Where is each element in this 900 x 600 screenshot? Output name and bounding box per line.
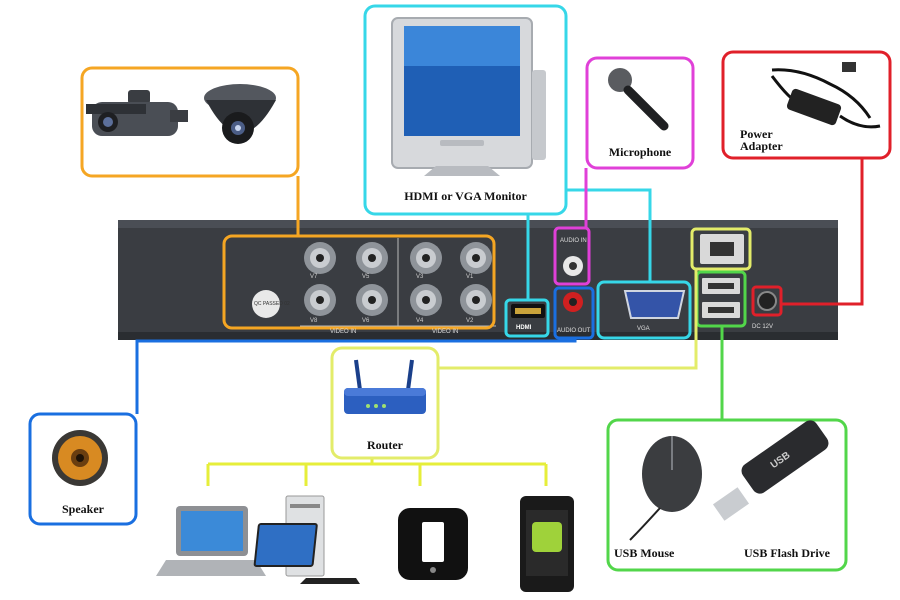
bnc-connectors xyxy=(304,242,492,316)
power-adapter-label-line1: Power xyxy=(740,127,773,141)
bnc-label-v1: V1 xyxy=(466,274,474,280)
router-label: Router xyxy=(367,438,403,452)
video-in-right-label: VIDEO IN xyxy=(432,329,459,335)
bnc-v3 xyxy=(410,242,442,274)
bnc-v7 xyxy=(304,242,336,274)
vga-label: VGA xyxy=(637,326,650,332)
dc-power-port xyxy=(757,291,777,311)
monitor-icon xyxy=(391,17,546,176)
bnc-label-v4: V4 xyxy=(416,318,424,324)
android-phone-icon xyxy=(520,496,574,592)
speaker-line xyxy=(135,338,577,414)
bnc-v8 xyxy=(304,284,336,316)
hdmi-label: HDMI xyxy=(516,325,532,331)
usb-flash-drive-icon xyxy=(712,420,829,521)
vga-port xyxy=(623,290,686,319)
usb-mouse-label: USB Mouse xyxy=(614,546,675,560)
ethernet-highlight xyxy=(690,227,752,271)
bnc-v6 xyxy=(356,284,388,316)
microphone-label: Microphone xyxy=(608,145,672,159)
dc-highlight xyxy=(751,285,783,317)
microphone-icon xyxy=(608,68,669,131)
desktop-computer-icon xyxy=(253,495,360,584)
dome-camera-icon xyxy=(204,84,276,144)
bnc-label-v8: V8 xyxy=(310,318,318,324)
vga-highlight xyxy=(596,280,692,340)
audio-in-port xyxy=(563,256,583,276)
audio-in-label: AUDIO IN xyxy=(560,238,587,244)
power-adapter-icon xyxy=(770,62,881,129)
monitor-line-vga xyxy=(566,188,652,282)
speaker-icon xyxy=(52,430,108,486)
video-in-left-label: VIDEO IN xyxy=(330,329,357,335)
bnc-label-v7: V7 xyxy=(310,274,318,280)
bnc-v5 xyxy=(356,242,388,274)
bnc-label-v2: V2 xyxy=(466,318,474,324)
bnc-label-v3: V3 xyxy=(416,274,424,280)
power-adapter-label-line2: Adapter xyxy=(740,139,783,153)
usb-flash-drive-label: USB Flash Drive xyxy=(744,546,831,560)
audio-out-label: AUDIO OUT xyxy=(557,328,591,334)
qc-sticker-label: QC PASSED 02 xyxy=(254,301,290,307)
bnc-v2 xyxy=(460,284,492,316)
bnc-v1 xyxy=(460,242,492,274)
bnc-label-v6: V6 xyxy=(362,318,370,324)
usb-mouse-icon xyxy=(629,436,702,541)
audio-out-port xyxy=(563,292,583,312)
router-line xyxy=(438,269,698,370)
bnc-v4 xyxy=(410,284,442,316)
monitor-label: HDMI or VGA Monitor xyxy=(404,189,527,203)
bnc-label-v5: V5 xyxy=(362,274,370,280)
router-icon xyxy=(344,359,426,414)
camera-inputs-highlight xyxy=(222,234,496,330)
speaker-label: Speaker xyxy=(62,502,104,516)
bullet-camera-icon xyxy=(86,90,188,136)
laptop-icon xyxy=(156,506,266,576)
power-line xyxy=(781,158,864,306)
iphone-icon xyxy=(398,508,468,580)
dc-label: DC 12V xyxy=(752,324,774,330)
qc-sticker xyxy=(252,290,280,318)
audio-in-highlight xyxy=(553,226,591,286)
